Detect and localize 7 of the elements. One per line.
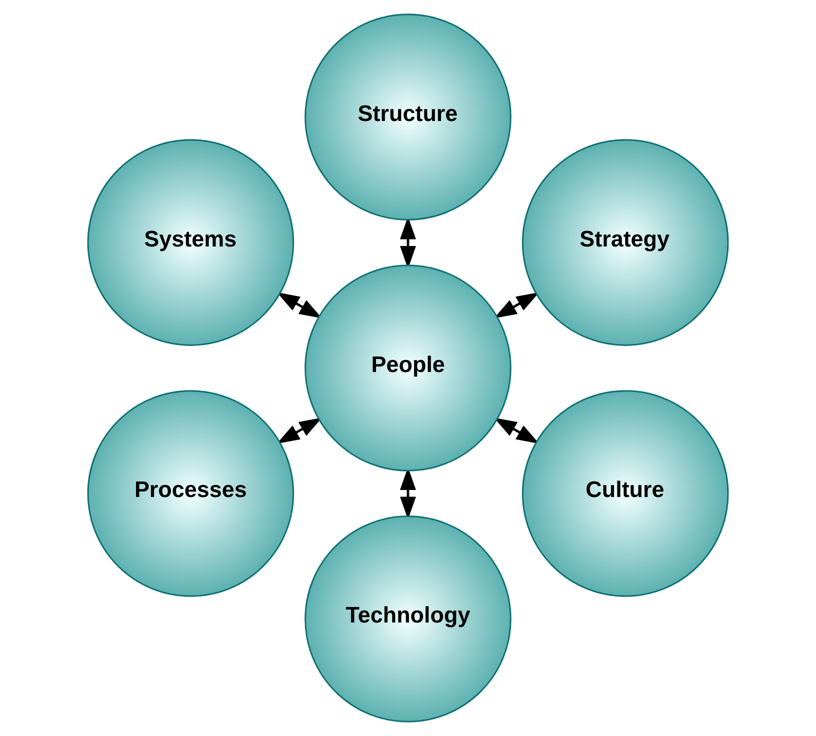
- node-circle: People: [304, 264, 512, 472]
- node-circle: Culture: [522, 390, 729, 597]
- node-circle: Systems: [87, 139, 294, 346]
- node-circle: Structure: [304, 14, 512, 220]
- node-circle: Strategy: [522, 139, 729, 346]
- node-circle: Technology: [304, 516, 512, 722]
- node-circle: Processes: [87, 390, 294, 597]
